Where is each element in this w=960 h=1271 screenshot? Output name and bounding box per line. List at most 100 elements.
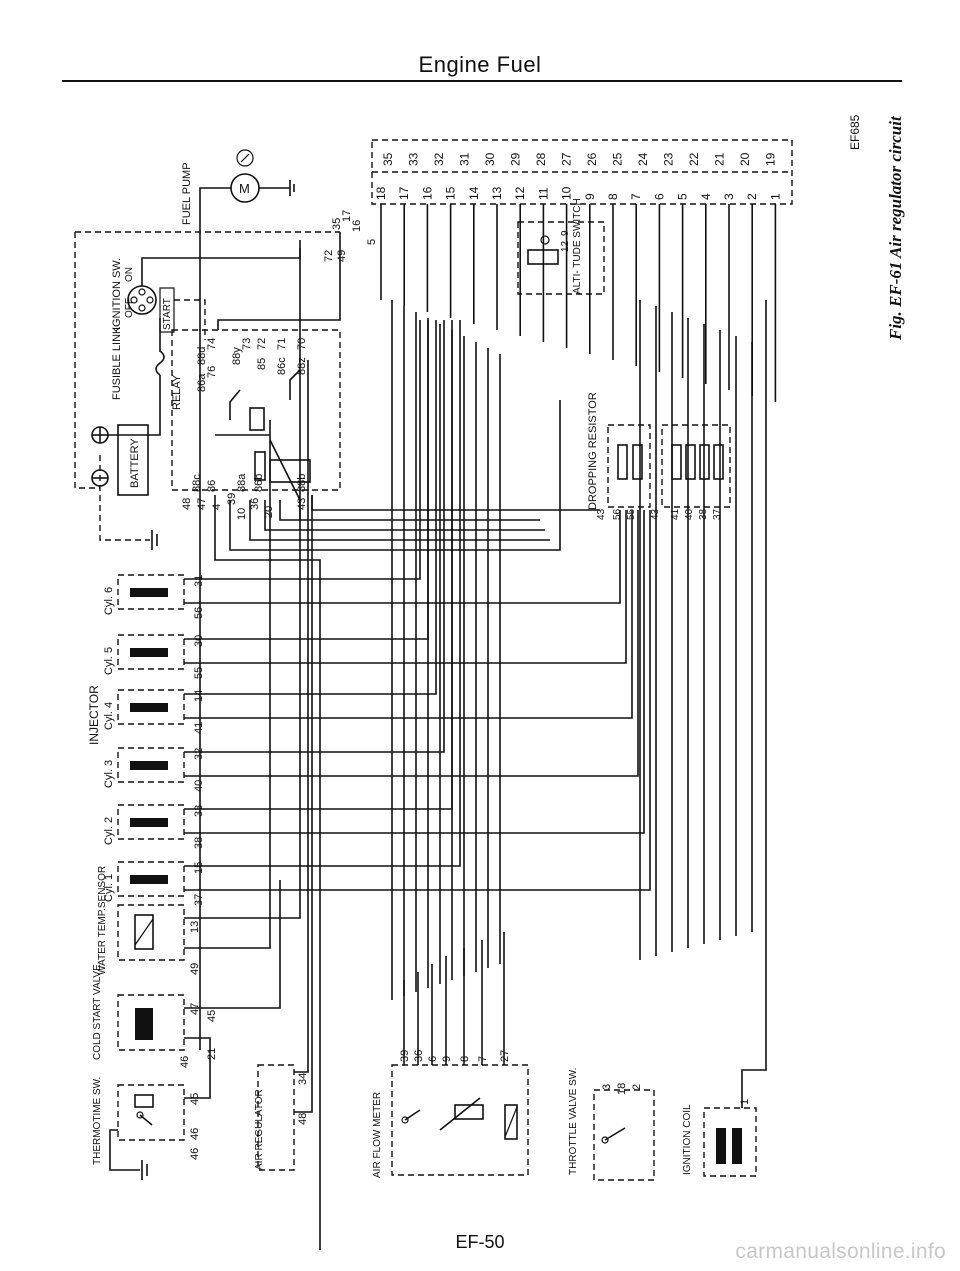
connector-terminal-top-29: 29 (509, 152, 523, 166)
relay-label: RELAY (171, 374, 183, 410)
wire-thermotime-ground (109, 1129, 140, 1171)
wire-cyl4-a (184, 320, 437, 695)
page-number: EF-50 (455, 1232, 505, 1252)
wire-relay-4 (229, 400, 561, 551)
wire-water-temp-49 (184, 420, 271, 949)
harness-terminal-12: 12 (560, 240, 571, 252)
water-temp-terminal-49: 49 (189, 963, 201, 975)
wire-fuel-pump-feed (199, 187, 231, 1050)
battery-ground-wire (99, 455, 150, 541)
injector-cyl2-terminal-38: 38 (193, 837, 205, 849)
throttle-valve-switch-label: THROTTLE VALVE SW. (568, 1068, 579, 1175)
wire-ignition-coil-1 (741, 300, 767, 1108)
injector-cyl5-terminal-55: 55 (193, 667, 205, 679)
relay-terminal-43: 43 (296, 498, 308, 510)
water-temp-terminal-13: 13 (189, 921, 201, 933)
wire-air-regulator-34 (294, 360, 309, 1073)
injector-cyl6-terminal-31: 31 (193, 575, 205, 587)
motor-m-glyph: M (239, 181, 250, 196)
relay-terminal-86a: 86a (196, 373, 208, 392)
connector-terminal-top-28: 28 (534, 152, 548, 166)
wire-cyl2-b (184, 510, 645, 834)
connector-terminal-bottom-15: 15 (444, 186, 458, 200)
connector-terminal-bottom-14: 14 (467, 186, 481, 200)
relay-terminal-86c: 86c (276, 357, 288, 375)
relay-terminal-88y: 88y (231, 347, 243, 365)
injector-cyl4-label: Cyl. 4 (103, 702, 115, 730)
wire-cold-start-47 (184, 880, 281, 1009)
air-regulator: AIR REGULATOR 34 48 (254, 1064, 309, 1171)
wire-thermotime-45 (184, 1065, 211, 1099)
cold-start-terminal-21: 21 (206, 1048, 218, 1060)
thermotime-terminal-46b: 46 (189, 1148, 201, 1160)
dropping-resistor-label: DROPPING RESISTOR (587, 392, 599, 510)
air-flow-meter-terminal-39: 39 (399, 1050, 411, 1062)
relay-terminal-47: 47 (196, 498, 208, 510)
water-temp-sensor-label: WATER TEMP.SENSOR (97, 866, 108, 975)
connector-terminal-bottom-8: 8 (606, 193, 620, 200)
cold-start-terminal-46: 46 (179, 1056, 191, 1068)
relay-terminal-10: 10 (236, 508, 248, 520)
wire-relay-39 (249, 500, 550, 541)
injector-cyl1-terminal-15: 15 (193, 862, 205, 874)
connector-terminal-top-35: 35 (381, 152, 395, 166)
wire-cyl2-a (184, 320, 453, 810)
ground-symbol (151, 530, 158, 550)
resistor-terminal-40: 40 (684, 508, 695, 520)
battery: BATTERY (117, 424, 149, 496)
relay-terminal-88d: 88d (196, 347, 208, 365)
connector-terminal-bottom-3: 3 (722, 193, 736, 200)
wire-cyl3-b (184, 510, 639, 777)
relay-terminal-76: 76 (206, 366, 218, 378)
connector-terminal-bottom-7: 7 (629, 193, 643, 200)
air-regulator-terminal-48: 48 (297, 1113, 309, 1125)
connector-terminal-bottom-4: 4 (699, 193, 713, 200)
battery-label: BATTERY (129, 438, 141, 488)
connector-terminal-top-30: 30 (483, 152, 497, 166)
injector-cyl1-terminal-37: 37 (193, 894, 205, 906)
thermotime-terminal-45: 45 (189, 1093, 201, 1105)
wire-cyl5-b (184, 510, 627, 664)
cold-start-valve-label: COLD START VALVE (92, 964, 103, 1060)
connector-terminal-top-32: 32 (432, 152, 446, 166)
connector-terminal-top-33: 33 (407, 152, 421, 166)
relay-terminal-74: 74 (206, 338, 218, 350)
resistor-terminal-43a: 43 (596, 508, 607, 520)
harness-terminal-49: 49 (336, 250, 348, 262)
injector-cyl5-terminal-30: 30 (193, 635, 205, 647)
wire-cyl5-a (184, 320, 429, 640)
cold-start-valve: COLD START VALVE 47 45 46 21 (92, 964, 218, 1068)
ignition-switch: IGNITION SW. OFF ON START (111, 258, 175, 333)
air-flow-meter-label: AIR FLOW METER (372, 1092, 383, 1178)
water-temp-sensor: WATER TEMP.SENSOR 13 49 (97, 866, 201, 975)
wire-switch-on (141, 248, 301, 286)
injector-cyl1: Cyl. 1 15 37 (103, 320, 651, 906)
page-title: Engine Fuel (418, 52, 542, 77)
resistor-terminal-38: 38 (698, 508, 709, 520)
relay-terminal-85: 85 (256, 358, 268, 370)
air-flow-meter-terminal-8: 8 (459, 1056, 471, 1062)
connector-terminal-bottom-13: 13 (490, 186, 504, 200)
ground-symbol-thermotime (141, 1160, 148, 1180)
injector-cyl1-label: Cyl. 1 (103, 874, 115, 902)
relay-terminal-88c: 88c (191, 474, 203, 492)
connector-terminal-top-22: 22 (687, 152, 701, 166)
injector-cyl6-terminal-56: 56 (193, 607, 205, 619)
harness-terminal-5: 5 (366, 239, 378, 245)
relay-terminal-86: 86 (206, 480, 218, 492)
connector-terminal-bottom-17: 17 (397, 186, 411, 200)
wire-relay-43 (311, 495, 600, 511)
harness-terminal-16: 16 (351, 220, 363, 232)
cold-start-terminal-45: 45 (206, 1010, 218, 1022)
thermotime-switch-label: THERMOTIME SW. (92, 1077, 103, 1165)
injector-cyl2-label: Cyl. 2 (103, 817, 115, 845)
relay-terminal-20: 20 (263, 506, 275, 518)
harness-terminal-35: 35 (331, 218, 343, 230)
air-regulator-label: AIR REGULATOR (254, 1089, 265, 1170)
harness-terminal-72: 72 (323, 250, 335, 262)
thermotime-switch: THERMOTIME SW. 45 46 46 (92, 1077, 201, 1165)
wire-cyl6-a (184, 320, 421, 580)
header-rule (62, 80, 902, 82)
